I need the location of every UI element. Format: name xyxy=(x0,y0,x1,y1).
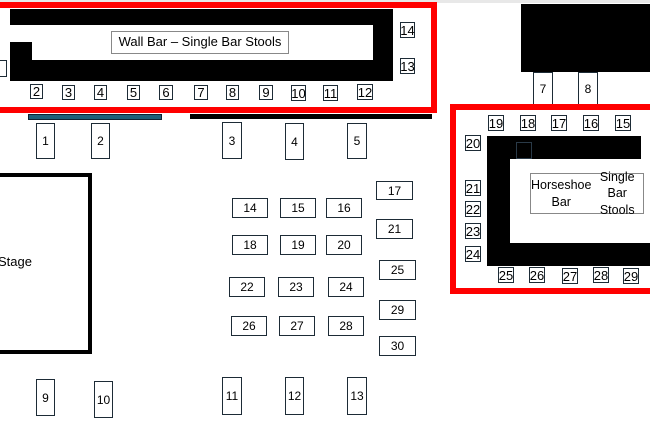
table[interactable]: 25 xyxy=(379,260,416,280)
wall-stool[interactable]: 11 xyxy=(323,85,338,101)
wall-bar-top xyxy=(10,9,393,25)
table[interactable]: 19 xyxy=(280,235,316,255)
table[interactable]: 28 xyxy=(328,316,364,336)
table[interactable]: 20 xyxy=(326,235,362,255)
rail-black xyxy=(190,114,432,119)
horseshoe-stool[interactable]: 16 xyxy=(583,115,599,131)
table[interactable]: 21 xyxy=(376,219,413,239)
horseshoe-label-line2: Single Bar Stools xyxy=(599,170,635,217)
wall-stool[interactable]: 7 xyxy=(194,85,208,100)
horseshoe-stool[interactable]: 20 xyxy=(465,135,481,151)
wall-stool[interactable]: 5 xyxy=(127,85,140,100)
table[interactable]: 22 xyxy=(229,277,265,297)
outside-stool[interactable]: 7 xyxy=(533,72,553,105)
wall-stool[interactable]: 2 xyxy=(30,84,43,99)
horseshoe-stool[interactable]: 26 xyxy=(529,267,545,283)
horseshoe-stool[interactable]: 17 xyxy=(551,115,567,131)
horseshoe-label-line1: Horseshoe Bar xyxy=(531,178,592,209)
table[interactable]: 14 xyxy=(232,198,268,218)
horseshoe-stool[interactable]: 19 xyxy=(488,115,504,131)
wall-bar-bottom xyxy=(10,60,393,81)
table[interactable]: 27 xyxy=(279,316,315,336)
rail-blue xyxy=(28,114,162,120)
high-top[interactable]: 3 xyxy=(222,122,242,159)
horseshoe-stool[interactable]: 23 xyxy=(465,223,481,239)
table[interactable]: 18 xyxy=(232,235,268,255)
table[interactable]: 29 xyxy=(379,300,416,320)
high-top[interactable]: 11 xyxy=(222,377,242,415)
back-bar-block xyxy=(521,4,650,72)
partial-stool[interactable] xyxy=(0,60,7,77)
wall-stool[interactable]: 6 xyxy=(159,85,173,100)
wall-stool[interactable]: 13 xyxy=(400,58,415,74)
table[interactable]: 15 xyxy=(280,198,316,218)
table[interactable]: 16 xyxy=(326,198,362,218)
wall-bar-label: Wall Bar – Single Bar Stools xyxy=(111,31,289,54)
high-top[interactable]: 9 xyxy=(36,379,55,416)
wall-stool[interactable]: 4 xyxy=(94,85,107,100)
high-top[interactable]: 5 xyxy=(347,123,367,159)
horseshoe-stool[interactable]: 22 xyxy=(465,201,481,217)
table[interactable]: 23 xyxy=(278,277,314,297)
horseshoe-stool[interactable]: 18 xyxy=(520,115,536,131)
outside-stool[interactable]: 8 xyxy=(578,72,598,105)
stage-label: Stage xyxy=(0,254,32,269)
stage xyxy=(0,173,92,354)
horseshoe-highlight xyxy=(450,104,650,294)
wall-stool[interactable]: 8 xyxy=(226,85,239,100)
top-edge xyxy=(0,0,650,3)
horseshoe-stool[interactable]: 27 xyxy=(562,268,578,284)
wall-stool[interactable]: 3 xyxy=(62,85,75,100)
high-top[interactable]: 10 xyxy=(94,381,113,418)
high-top[interactable]: 1 xyxy=(36,123,55,159)
wall-stool[interactable]: 14 xyxy=(400,22,415,38)
table[interactable]: 17 xyxy=(376,181,413,200)
horseshoe-stool[interactable]: 21 xyxy=(465,180,481,196)
horseshoe-stool[interactable]: 15 xyxy=(615,115,631,131)
wall-stool[interactable]: 10 xyxy=(291,85,306,101)
high-top[interactable]: 13 xyxy=(347,377,367,415)
horseshoe-left xyxy=(487,136,510,266)
high-top[interactable]: 2 xyxy=(91,123,110,159)
wall-stool[interactable]: 12 xyxy=(357,84,373,100)
high-top[interactable]: 4 xyxy=(285,123,304,160)
horseshoe-stool[interactable]: 24 xyxy=(465,246,481,262)
horseshoe-bottom xyxy=(487,243,650,266)
horseshoe-stool[interactable]: 28 xyxy=(593,267,609,283)
wall-stool[interactable]: 9 xyxy=(259,85,273,100)
horseshoe-top xyxy=(487,136,641,159)
table[interactable]: 24 xyxy=(328,277,364,297)
horseshoe-stool[interactable]: 25 xyxy=(498,267,514,283)
wall-bar-highlight xyxy=(0,2,437,113)
table[interactable]: 30 xyxy=(379,336,416,356)
wall-bar-end xyxy=(10,42,32,62)
horseshoe-stool[interactable]: 29 xyxy=(623,268,639,284)
high-top[interactable]: 12 xyxy=(285,377,304,415)
table[interactable]: 26 xyxy=(231,316,267,336)
service-square xyxy=(516,142,532,159)
